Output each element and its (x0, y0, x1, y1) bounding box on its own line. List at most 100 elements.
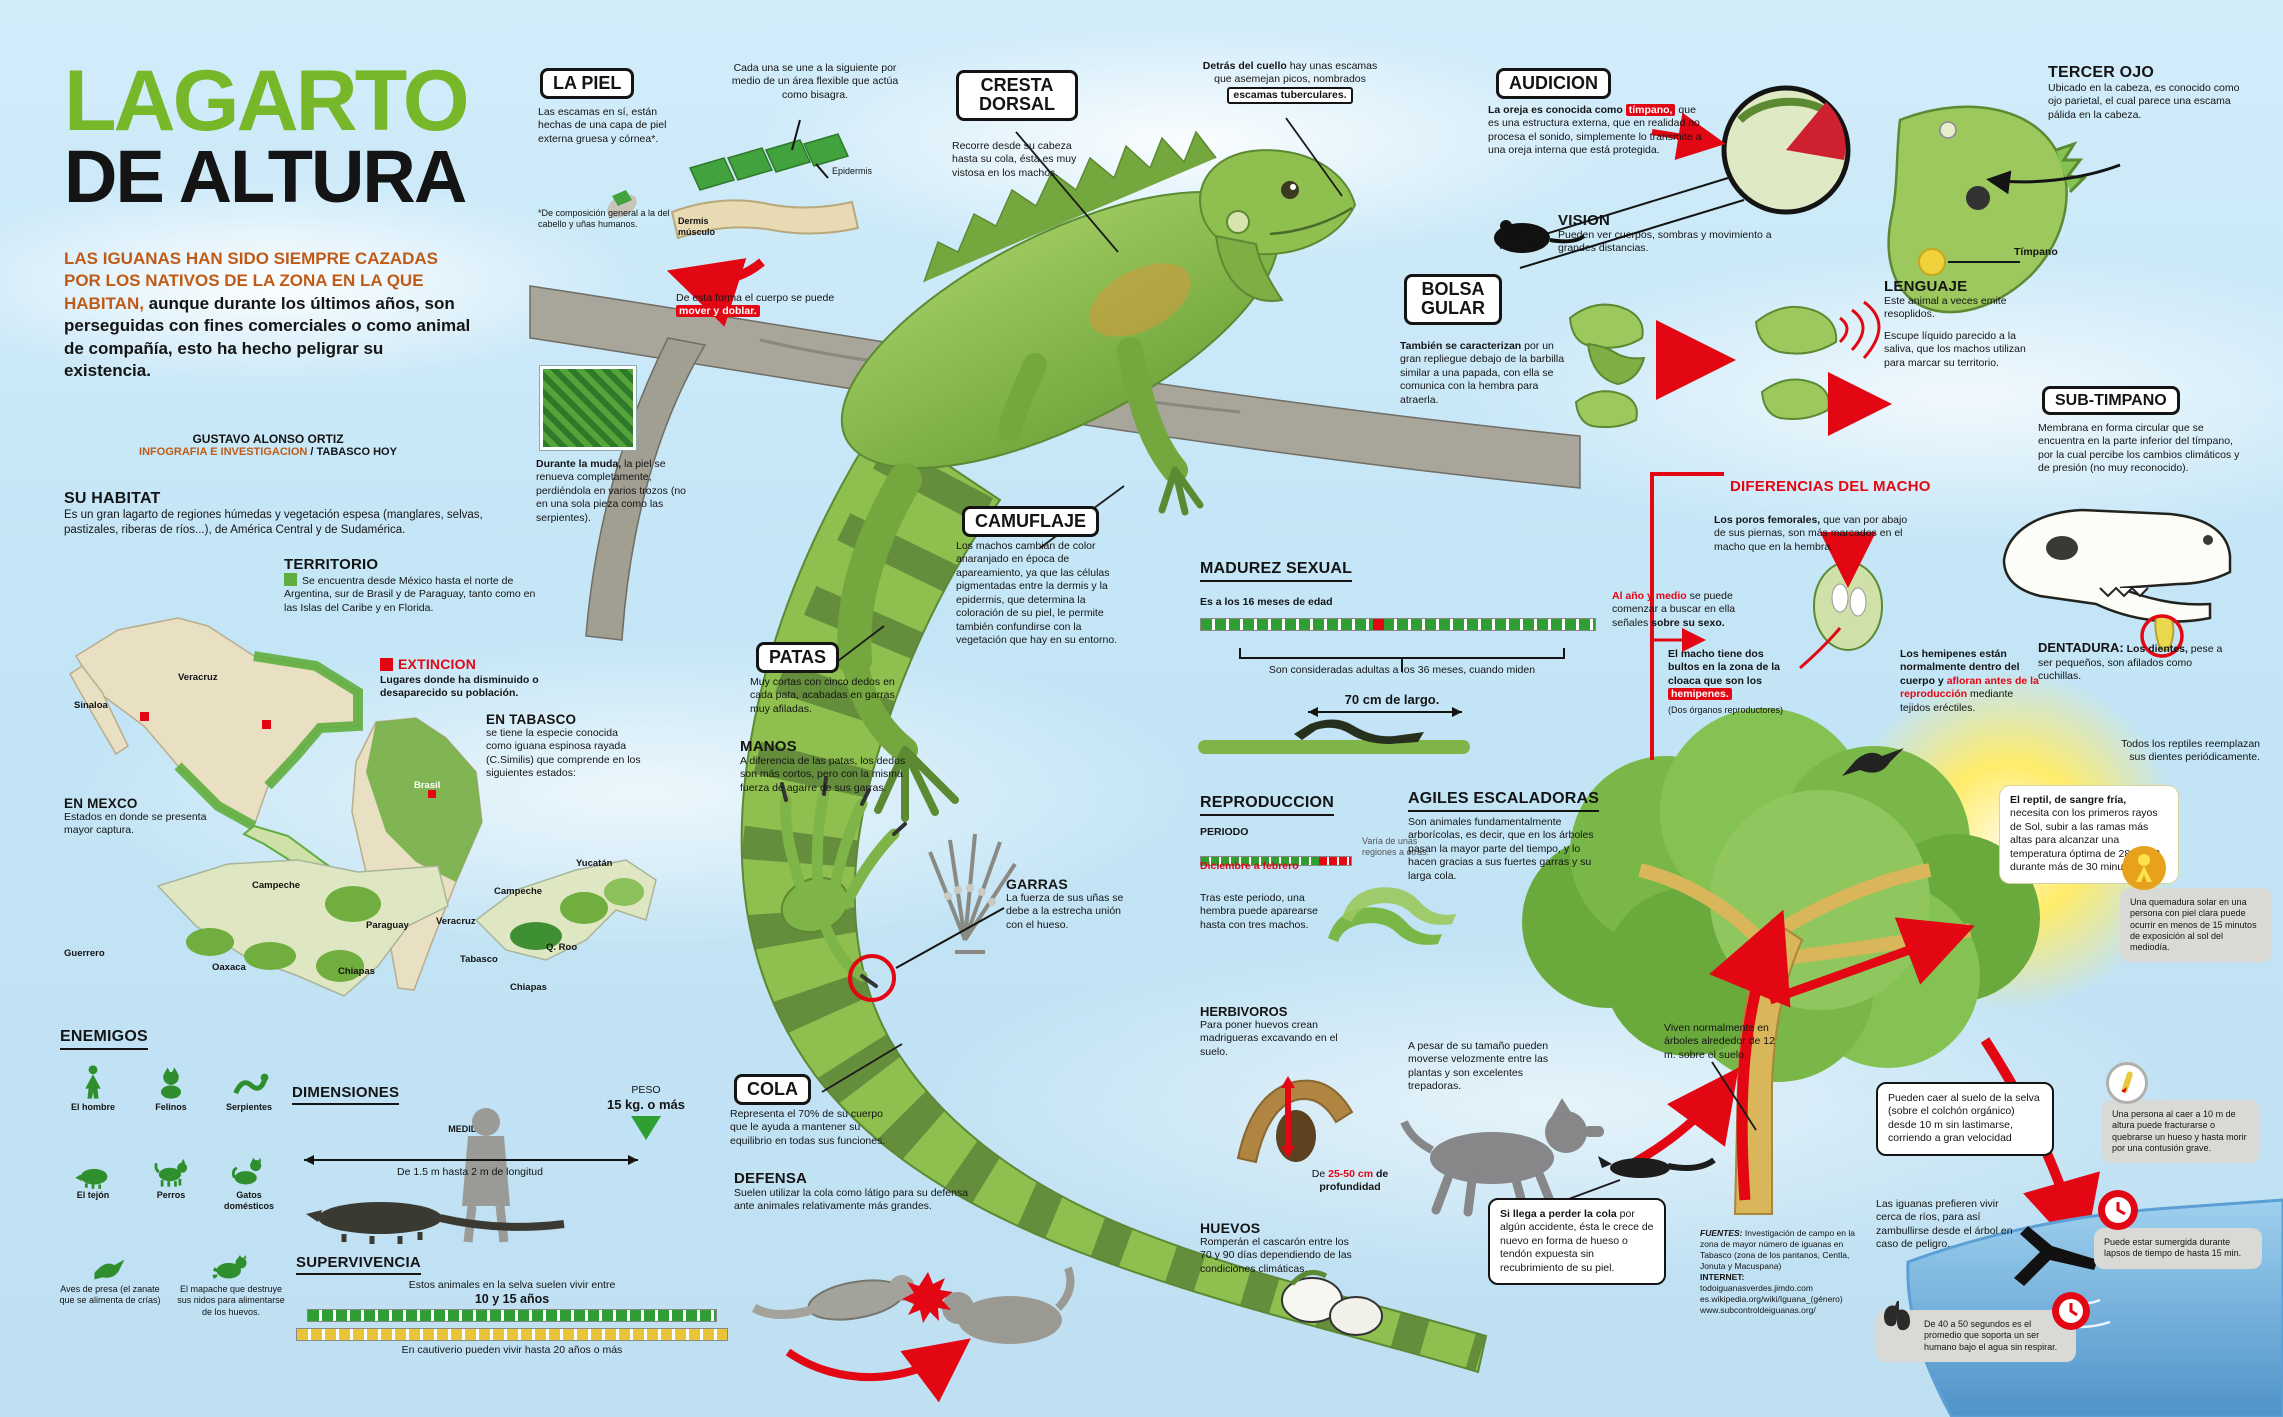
map-label-sinaloa: Sinaloa (74, 700, 108, 711)
enemigos-title-wrap: ENEMIGOS (60, 1028, 148, 1050)
map-label-tab-veracruz: Veracruz (436, 916, 476, 927)
camuflaje-box: CAMUFLAJE (962, 506, 1099, 538)
huevos-title: HUEVOS (1200, 1220, 1261, 1236)
enemy-serpientes: Serpientes (212, 1062, 286, 1113)
diferencias-hemipenes: Los hemipenes están normalmente dentro d… (1900, 648, 2042, 715)
peso-block: PESO 15 kg. o más (600, 1084, 692, 1141)
cola-body: Representa el 70% de su cuerpo que le ay… (730, 1108, 886, 1147)
supervivencia-title: SUPERVIVENCIA (296, 1254, 421, 1275)
credits: GUSTAVO ALONSO ORTIZ INFOGRAFIA E INVEST… (64, 432, 472, 458)
sumergida-note: Puede estar sumergida durante lapsos de … (2094, 1228, 2262, 1269)
reptil-rest: necesita con los primeros rayos de Sol, … (2010, 807, 2161, 874)
enemy-label: Perros (156, 1190, 186, 1200)
herbivoros-profundidad: De 25-50 cm de profundidad (1296, 1168, 1404, 1195)
manos-title: MANOS (740, 738, 797, 755)
enemy-aves: Aves de presa (el zanate que se alimenta… (56, 1244, 164, 1307)
diferencias-title: DIFERENCIAS DEL MACHO (1730, 478, 1931, 495)
fuentes-link: es.wikipedia.org/wiki/Iguana_(género) (1700, 1294, 1843, 1305)
period-bar-red (1319, 857, 1351, 865)
map-label-veracruz: Veracruz (178, 672, 218, 683)
cat-icon (161, 1067, 181, 1099)
scale-texture-photo (540, 366, 636, 450)
hand-illustrations (780, 776, 1017, 1002)
enemy-mapache: El mapache que destruye sus nidos para a… (172, 1244, 290, 1318)
bird-of-prey-icon (94, 1259, 125, 1280)
skin-diagram (607, 119, 860, 327)
section-herbivoros: HERBIVOROS Para poner huevos crean madri… (1200, 1004, 1358, 1059)
periodo-label: PERIODO (1200, 826, 1249, 838)
piel-bisagra: Cada una se une a la siguiente por medio… (731, 62, 899, 101)
bultos-pre: El macho tiene dos bultos en la zona de … (1668, 648, 1781, 687)
weight-arrow-icon (631, 1116, 661, 1141)
skull-illustration (2002, 508, 2232, 658)
mating-pair (1328, 887, 1456, 945)
section-garras: GARRAS La fuerza de sus uñas se debe a l… (1006, 876, 1134, 932)
audicion-box: AUDICION (1496, 68, 1611, 100)
map-label-yucatan: Yucatán (576, 858, 613, 869)
tuberculares-lead: Detrás del cuello (1202, 60, 1287, 72)
quemadura-note: Una quemadura solar en una persona con p… (2120, 888, 2272, 963)
audicion-title: AUDICION (1496, 68, 1611, 100)
map-label-guerrero: Guerrero (64, 948, 105, 959)
lenguaje-p1: Este animal a veces emite resoplidos. (1884, 295, 2007, 321)
dog-chase (1400, 1098, 1716, 1217)
herbivoros-title: HERBIVOROS (1200, 1004, 1288, 1019)
housecat-icon (231, 1157, 262, 1185)
hemi-red: afloran antes de la reproducción (1900, 674, 2039, 701)
bolsa-body: También se caracterizan por un gran repl… (1400, 340, 1568, 407)
prof-pre: De (1311, 1168, 1329, 1180)
cola-box: COLA (734, 1074, 811, 1106)
enemigos-title: ENEMIGOS (60, 1028, 148, 1050)
credit-role: INFOGRAFIA E INVESTIGACION (139, 446, 308, 458)
enemy-felinos: Felinos (134, 1062, 208, 1113)
reproduccion-title: REPRODUCCION (1200, 794, 1334, 816)
maturity-marks (1198, 648, 1565, 754)
bultos-post: (Dos órganos reproductores) (1668, 704, 1784, 715)
periodo-nota: Varía de unas regiones a otras. (1362, 836, 1430, 858)
map-label-tab-tabasco: Tabasco (460, 954, 498, 965)
bolsa-rest: por un gran repliegue debajo de la barbi… (1400, 340, 1565, 406)
dentadura-rest: pese a ser pequeños, son afilados como c… (2038, 643, 2223, 683)
audicion-pre: La oreja es conocida como (1488, 104, 1626, 116)
poros-rest: que van por abajo de sus piernas, son má… (1714, 514, 1908, 553)
audicion-tag: tímpano, (1625, 104, 1676, 116)
doblar-tag: mover y doblar. (676, 305, 760, 318)
enemy-tejon: El tejón (56, 1150, 130, 1201)
map-label-tab-chiapas: Chiapas (510, 982, 547, 993)
agiles-pesar: A pesar de su tamaño pueden moverse velo… (1408, 1040, 1549, 1093)
maturity-bar-marker (1373, 619, 1384, 630)
section-dentadura: DENTADURA: Los dientes, pese a ser peque… (2038, 640, 2233, 684)
section-extincion: EXTINCION Lugares donde ha disminuido o … (380, 656, 548, 701)
section-en-mexico: EN MEXCO Estados en donde se presenta ma… (64, 796, 216, 838)
extincion-title: EXTINCION (398, 656, 477, 672)
supervivencia-rango: 10 y 15 años (474, 1292, 550, 1307)
credit-brand: / TABASCO HOY (307, 446, 397, 458)
dentadura-title: DENTADURA: (2038, 640, 2124, 655)
defensa-body: Suelen utilizar la cola como látigo para… (734, 1187, 969, 1213)
section-supervivencia: SUPERVIVENCIA Estos animales en la selva… (296, 1254, 728, 1358)
section-huevos: HUEVOS Romperán el cascarón entre los 70… (1200, 1220, 1356, 1276)
cresta-box: CRESTA DORSAL (956, 70, 1078, 121)
sexo-bold: sobre su sexo. (1648, 616, 1725, 629)
tabasco-map (474, 859, 657, 961)
madurez-adultas: Son consideradas adultas a los 36 meses,… (1268, 664, 1536, 676)
herbivoros-body: Para poner huevos crean madrigueras exca… (1200, 1019, 1338, 1058)
wild-lifespan-bar (307, 1309, 717, 1323)
perder-cola-note: Si llega a perder la cola por algún acci… (1488, 1198, 1666, 1286)
enemy-label: Felinos (155, 1102, 187, 1112)
cola-title: COLA (734, 1074, 811, 1106)
piel-p1: Las escamas en sí, están hechas de una c… (538, 106, 667, 145)
longitud-text: De 1.5 m hasta 2 m de longitud (397, 1166, 543, 1178)
section-tercer-ojo: TERCER OJO Ubicado en la cabeza, es cono… (2048, 64, 2240, 122)
enemy-gatos: Gatos domésticos (212, 1150, 286, 1213)
lenguaje-title: LENGUAJE (1884, 278, 1968, 295)
garras-body: La fuerza de sus uñas se debe a la estre… (1006, 892, 1124, 931)
map-label-campeche: Campeche (252, 880, 301, 891)
iguana-illustration (740, 130, 1488, 1374)
section-vision: VISION Pueden ver cuerpos, sombras y mov… (1558, 212, 1773, 256)
madurez-edad: Es a los 16 meses de edad (1200, 596, 1333, 608)
section-lenguaje: LENGUAJE Este animal a veces emite resop… (1884, 278, 2042, 370)
reproduccion-body: Tras este periodo, una hembra puede apar… (1200, 892, 1318, 931)
territorio-swatch (284, 573, 297, 586)
